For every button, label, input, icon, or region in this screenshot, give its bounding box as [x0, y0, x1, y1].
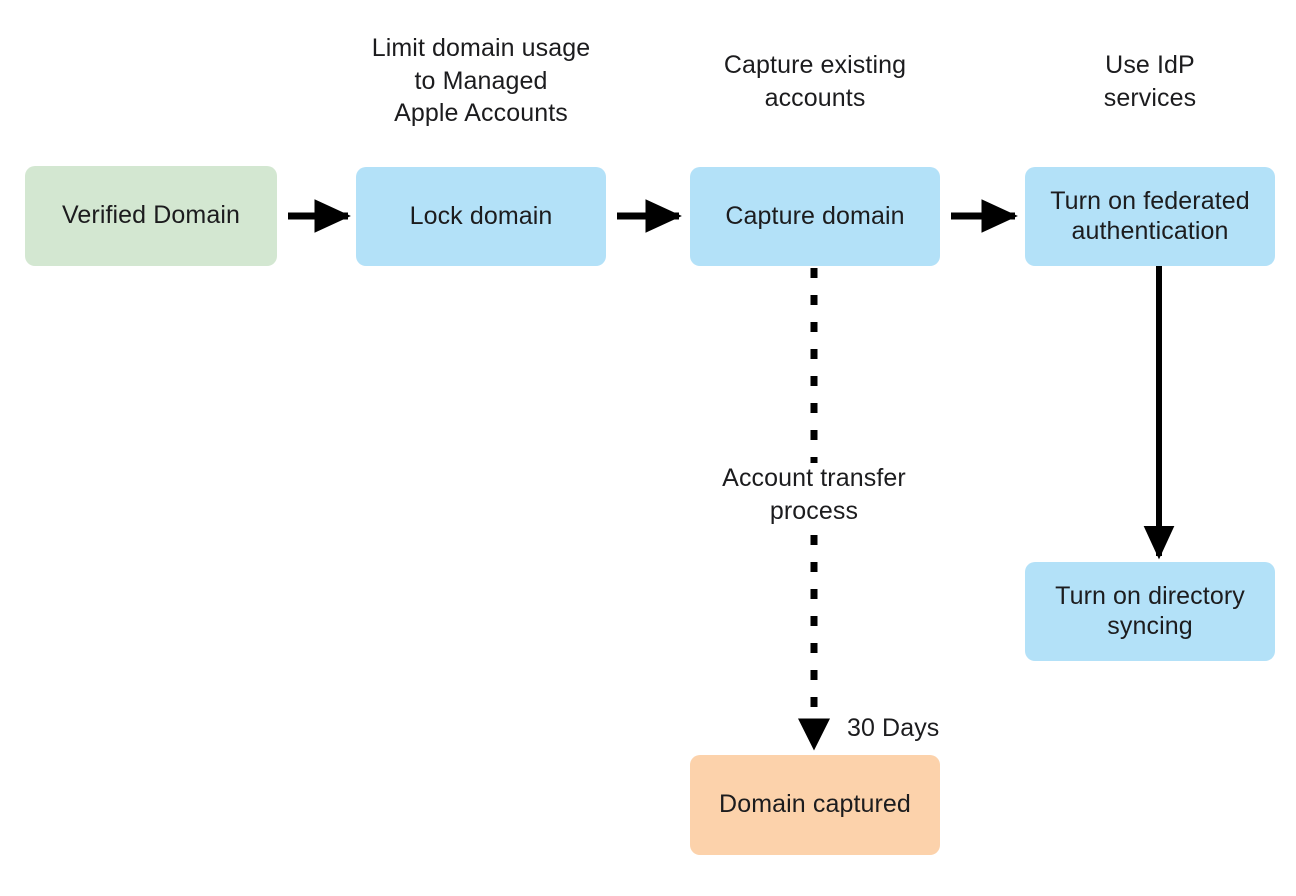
- node-capture-domain[interactable]: Capture domain: [690, 167, 940, 266]
- node-turn-on-federated-authentication[interactable]: Turn on federated authentication: [1025, 167, 1275, 266]
- edge-label-account-transfer-process: Account transfer process: [722, 464, 906, 525]
- node-turn-on-directory-syncing[interactable]: Turn on directory syncing: [1025, 562, 1275, 661]
- node-domain-captured[interactable]: Domain captured: [690, 755, 940, 855]
- node-lock-domain[interactable]: Lock domain: [356, 167, 606, 266]
- caption-capture-domain: Capture existing accounts: [723, 51, 907, 112]
- node-verified-domain[interactable]: Verified Domain: [25, 166, 277, 266]
- edge-label-30-days: 30 Days: [847, 714, 940, 742]
- caption-lock-domain: Limit domain usage to Managed Apple Acco…: [371, 34, 591, 127]
- caption-use-idp-services: Use IdP services: [1103, 51, 1197, 112]
